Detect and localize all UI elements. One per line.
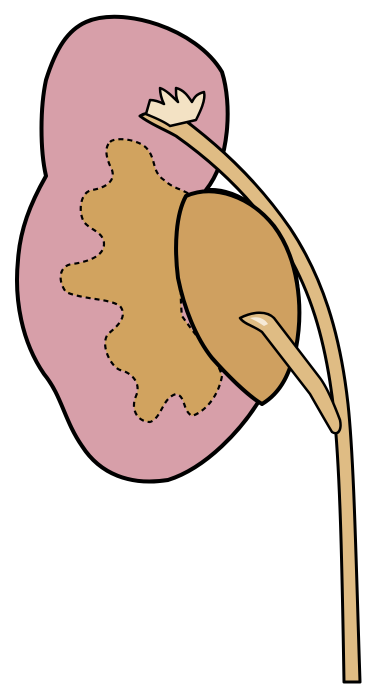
kidney-diagram	[0, 0, 379, 688]
kidney-illustration	[0, 0, 379, 688]
